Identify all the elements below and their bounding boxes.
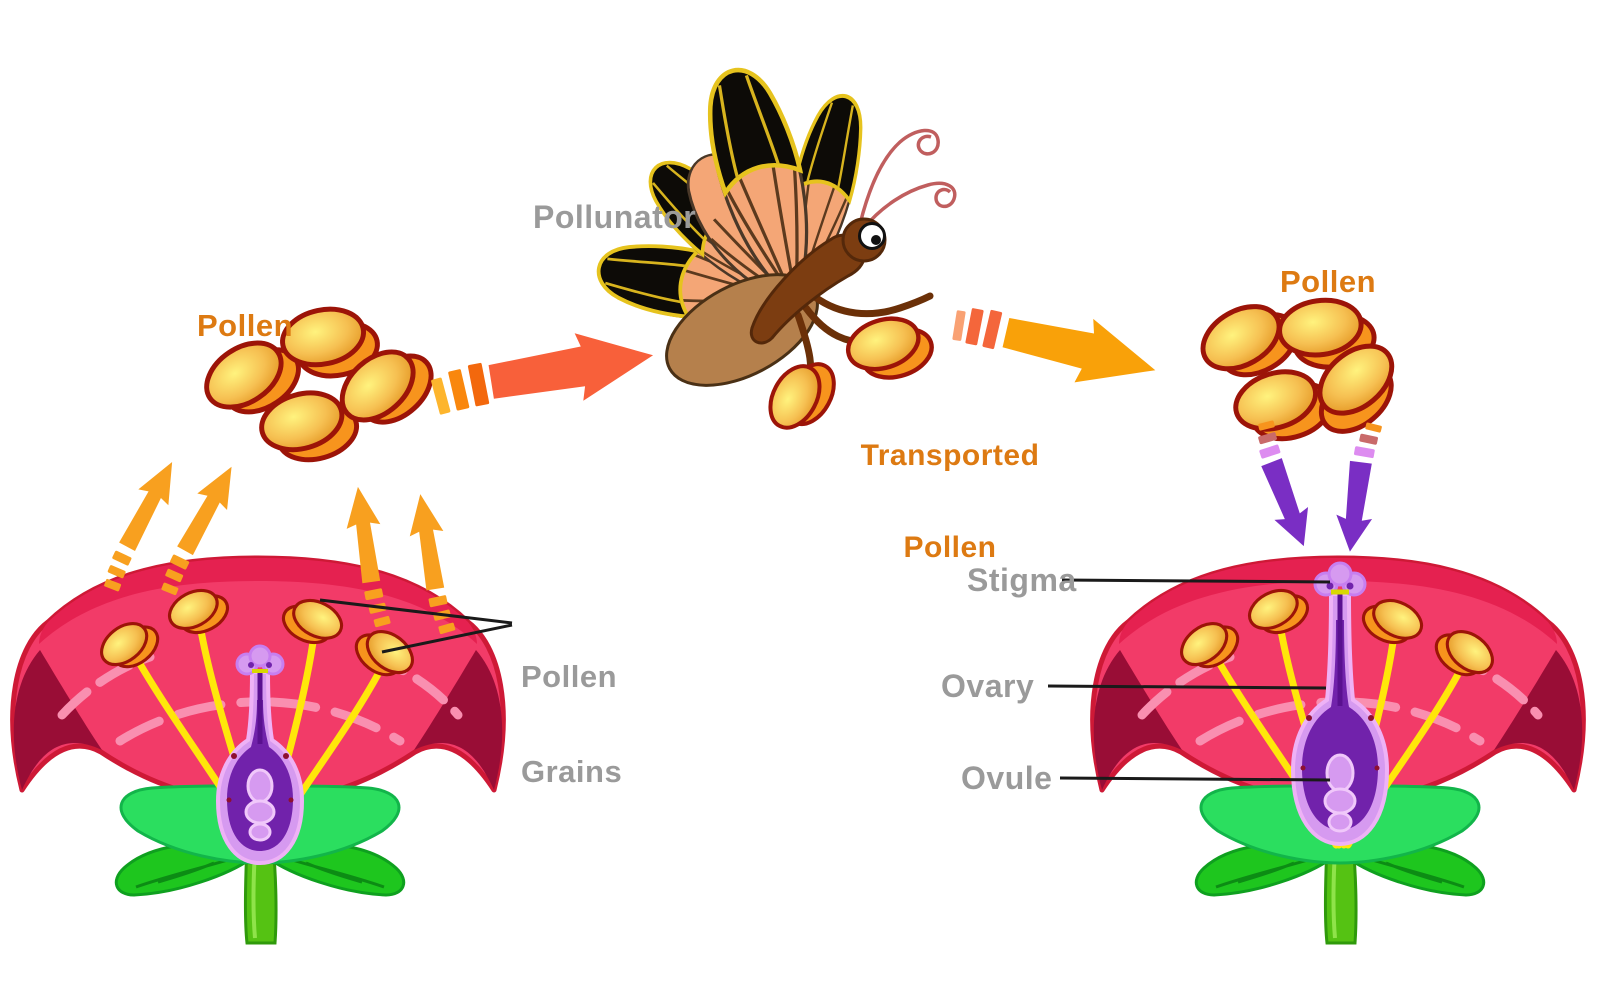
arrow-pollen-to-pollinator: [431, 333, 654, 415]
arrow-pollinator-to-pollen: [952, 308, 1156, 383]
flower-right-illustration: [1093, 558, 1584, 943]
leader-ovary: [1047, 684, 1327, 690]
label-transported-pollen: Transported Pollen: [855, 380, 1045, 594]
pistil-left: [215, 644, 305, 866]
label-transported-pollen-line1: Transported: [860, 439, 1040, 473]
label-transported-pollen-line2: Pollen: [903, 530, 997, 564]
label-pollinator: Pollunator: [533, 199, 697, 235]
leader-pollen-grains-1: [319, 598, 513, 625]
ovule-right-icon: [1323, 753, 1357, 833]
leader-lines: [319, 578, 1331, 782]
leader-stigma: [1061, 578, 1331, 584]
leader-ovule: [1059, 776, 1331, 782]
stigma-right-icon: [1313, 561, 1367, 597]
label-stigma: Stigma: [967, 562, 1077, 598]
label-ovule: Ovule: [961, 760, 1053, 796]
stigma-left-icon: [235, 644, 285, 676]
leader-pollen-grains-2: [381, 623, 513, 654]
label-ovary: Ovary: [941, 668, 1035, 704]
butterfly-eye: [858, 222, 886, 250]
butterfly-body: [749, 233, 866, 345]
label-pollen-right: Pollen: [1280, 264, 1377, 299]
butterfly-antennae: [858, 128, 957, 230]
butterfly-icon: [591, 60, 957, 441]
flower-left-illustration: [13, 558, 504, 943]
pistil-right: [1290, 561, 1390, 847]
label-pollen-grains-line2: Grains: [521, 754, 623, 790]
pollen-deposit-arrows: [1240, 417, 1384, 554]
label-pollen-grains: Pollen Grains: [521, 598, 622, 819]
label-pollen-left: Pollen: [197, 308, 294, 343]
ovule-left-icon: [244, 768, 276, 842]
label-pollen-grains-line1: Pollen: [521, 659, 618, 695]
